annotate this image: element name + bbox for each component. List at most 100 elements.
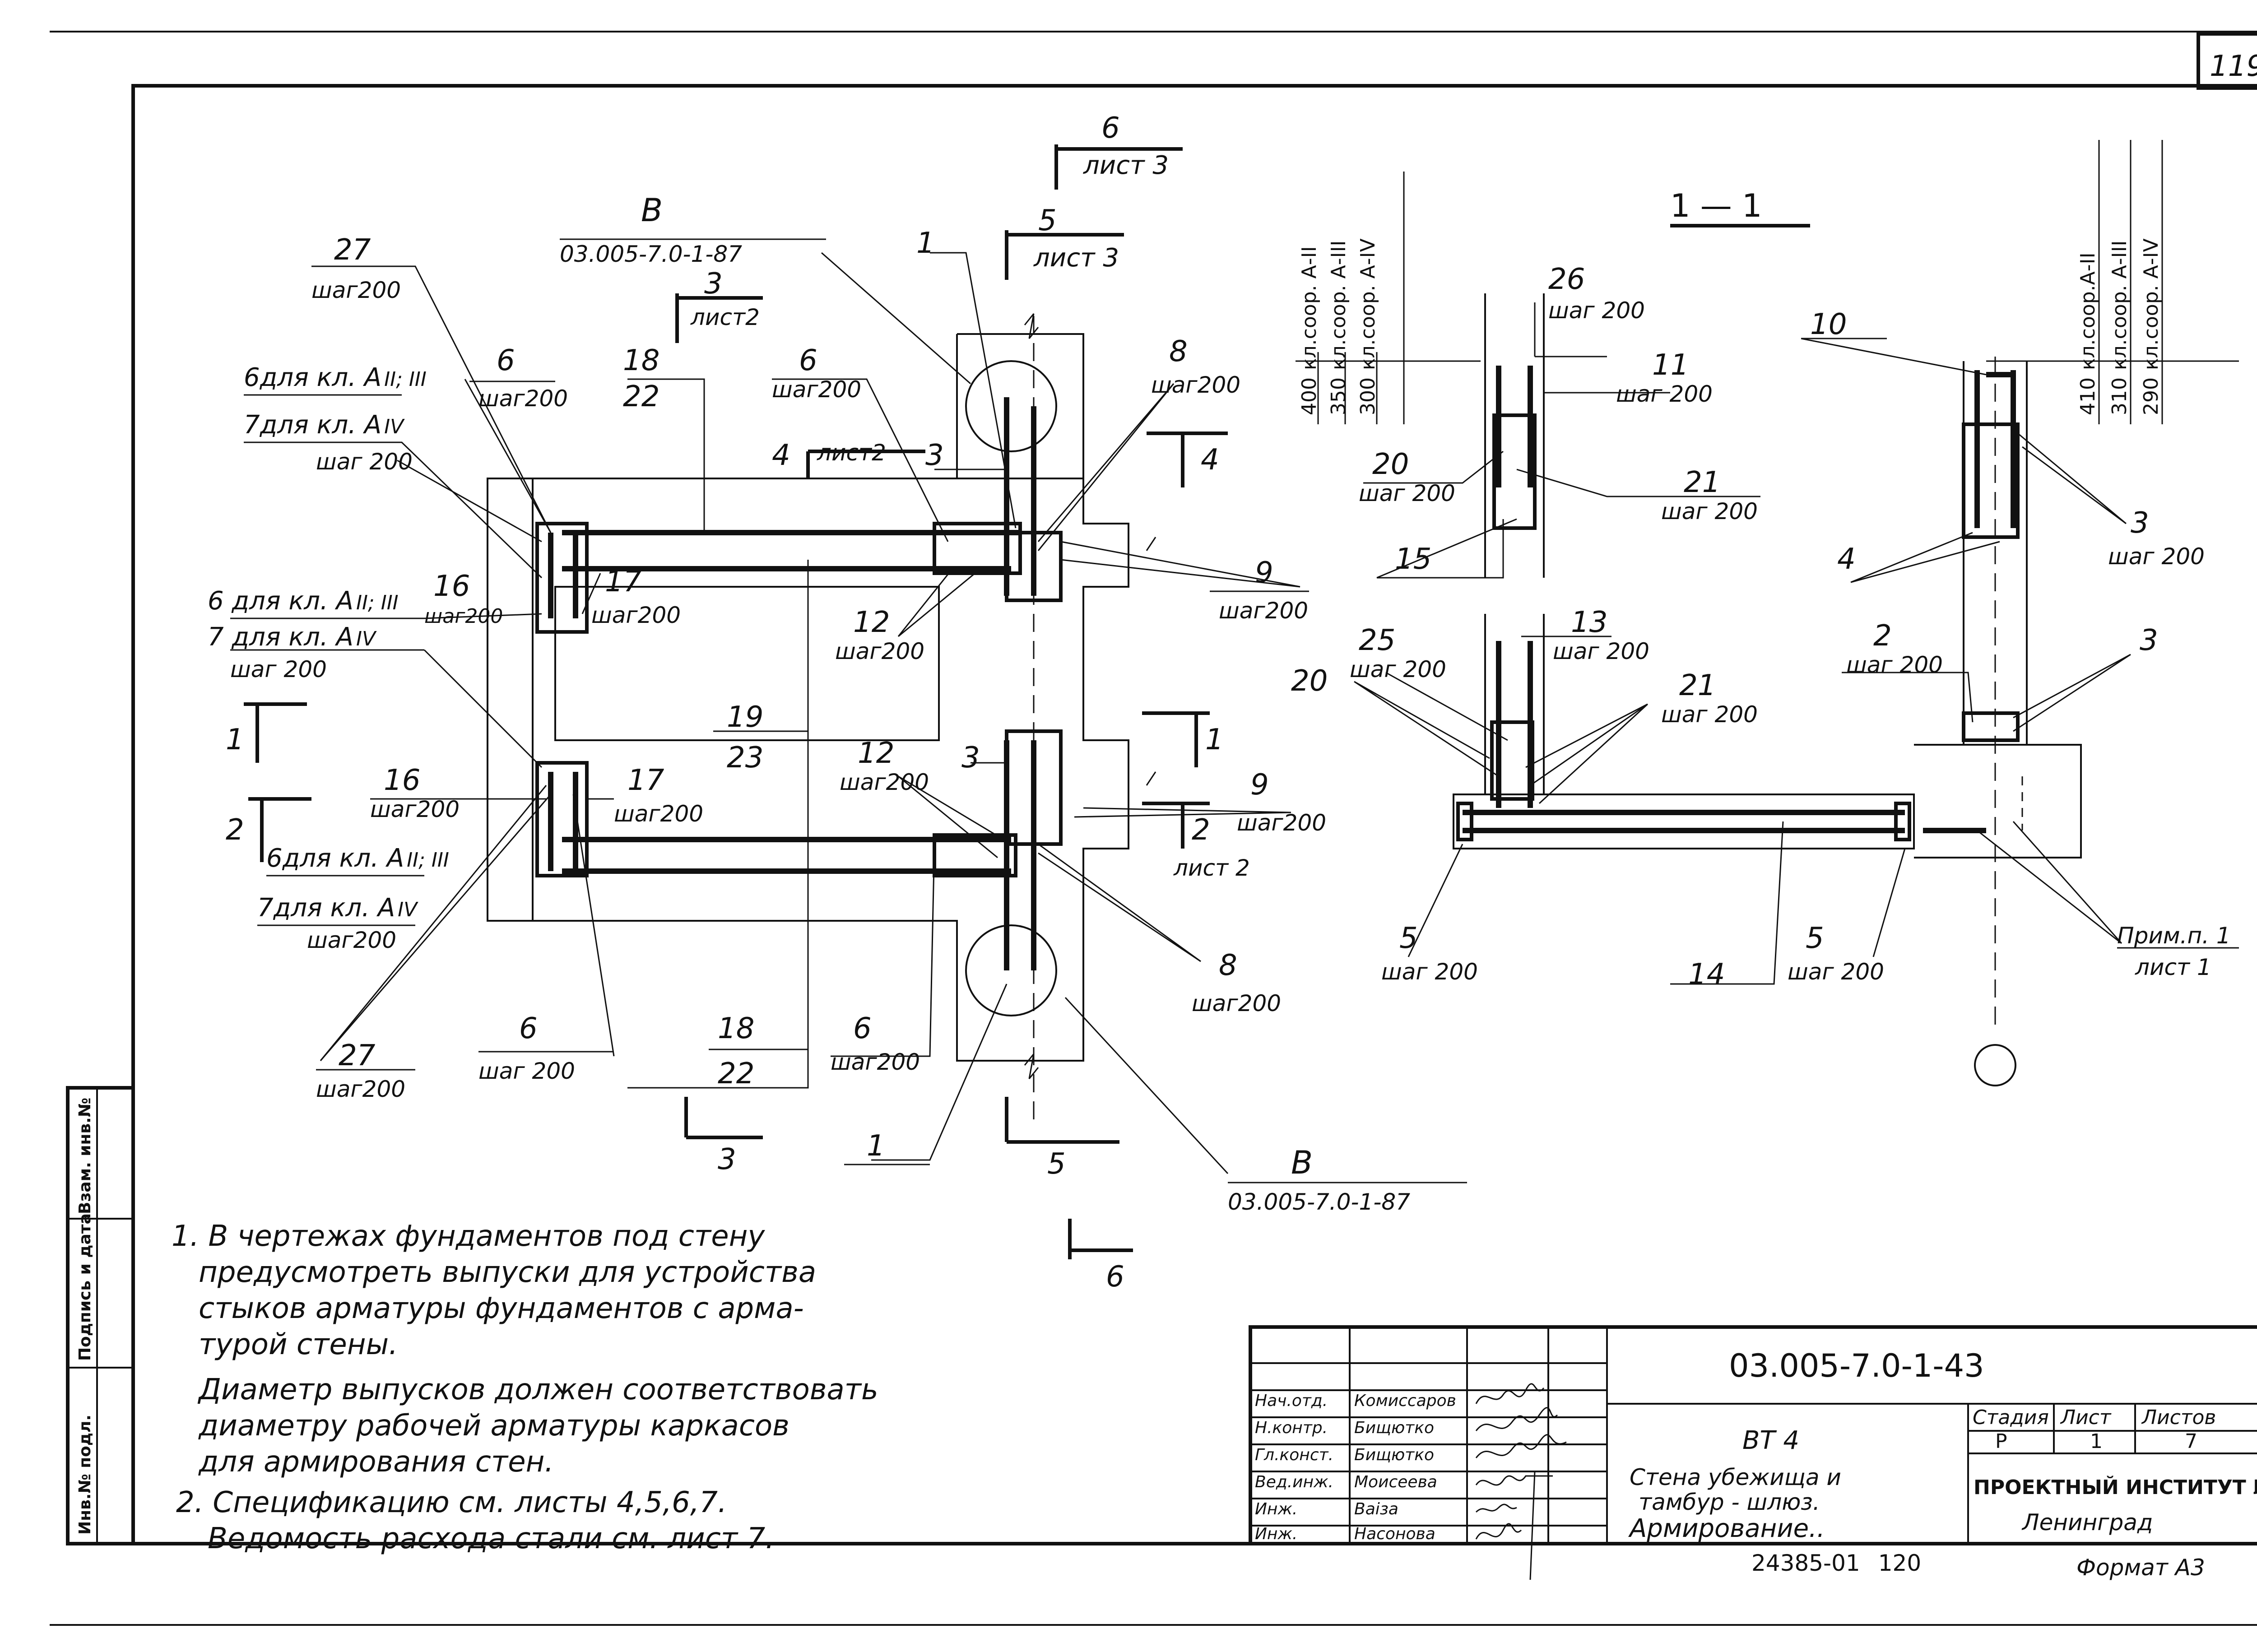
svg-text:шаг200: шаг200 — [591, 602, 681, 628]
replace-inv-label: Взам. инв.№ — [76, 1098, 94, 1214]
svg-text:шаг 200: шаг 200 — [478, 1058, 575, 1084]
svg-text:5: 5 — [1038, 204, 1057, 237]
section-1-1: 1 — 1 — [1291, 140, 2239, 1086]
svg-text:шаг 200: шаг 200 — [1661, 498, 1758, 524]
name-5: Ваіза — [1354, 1500, 1398, 1518]
svg-text:1: 1 — [916, 227, 935, 260]
svg-text:2: 2 — [226, 813, 244, 847]
note-ref: Прим.п. 1 — [2117, 923, 2231, 949]
svg-text:4: 4 — [772, 439, 790, 472]
svg-text:лист 2: лист 2 — [1173, 855, 1250, 881]
sign-date-label: Подпись и дата — [76, 1213, 94, 1361]
svg-text:22: 22 — [718, 1057, 754, 1091]
node-B-top: В — [641, 192, 663, 229]
svg-text:шаг200: шаг200 — [307, 927, 396, 953]
svg-text:шаг 200: шаг 200 — [1788, 959, 1884, 985]
svg-text:3: 3 — [2140, 624, 2158, 657]
general-notes: 1. В чертежах фундаментов под стену пред… — [172, 1220, 878, 1555]
left-dim-350: 350кл.соор. А-III — [1327, 240, 1350, 415]
svg-text:шаг200: шаг200 — [311, 277, 401, 303]
right-dim-290: 290кл.соор. А-IV — [2140, 238, 2163, 415]
sheet-value: 1 — [2090, 1430, 2103, 1453]
svg-text:шаг 200: шаг 200 — [1359, 480, 1455, 506]
svg-text:шаг200: шаг200 — [1192, 990, 1281, 1016]
svg-text:9: 9 — [1250, 768, 1269, 802]
role-3: Гл.конст. — [1255, 1446, 1333, 1464]
sheets-value: 7 — [2185, 1430, 2197, 1453]
svg-text:6: 6 — [1101, 111, 1120, 145]
svg-text:10: 10 — [1810, 308, 1847, 341]
section-leaders — [1354, 302, 2239, 985]
svg-text:Стена убежища и: Стена убежища и — [1630, 1464, 1841, 1490]
sheets-label: Листов — [2141, 1406, 2216, 1429]
org-city: Ленинград — [2021, 1509, 2153, 1536]
svg-text:17: 17 — [627, 764, 664, 797]
doc-code: 03.005-7.0-1-43 — [1729, 1347, 1984, 1384]
svg-text:16: 16 — [433, 570, 470, 603]
svg-text:предусмотреть выпуски для устр: предусмотреть выпуски для устройства — [199, 1256, 816, 1289]
page-number: 119 — [2210, 50, 2257, 83]
svg-text:шаг200: шаг200 — [316, 1076, 405, 1102]
svg-text:8: 8 — [1219, 949, 1237, 982]
svg-text:18: 18 — [718, 1012, 754, 1045]
inv-no-label: Инв.№ подл. — [76, 1415, 94, 1535]
node-circle-bottom — [965, 924, 1057, 1016]
svg-text:шаг 200: шаг 200 — [1616, 381, 1713, 407]
section-rebar — [1456, 366, 2023, 841]
svg-text:диаметру рабочей арматуры карк: диаметру рабочей арматуры каркасов — [198, 1409, 789, 1443]
svg-text:20: 20 — [1372, 448, 1409, 481]
svg-text:шаг 200: шаг 200 — [1661, 701, 1758, 728]
name-4: Моисеева — [1354, 1473, 1437, 1491]
right-dim-410: 410кл.соор.А-II — [2076, 252, 2099, 415]
svg-text:1: 1 — [226, 723, 244, 756]
svg-text:2: 2 — [1873, 619, 1892, 653]
role-2: Н.контр. — [1255, 1419, 1328, 1437]
role-6: Инж. — [1255, 1525, 1297, 1543]
svg-text:шаг200: шаг200 — [424, 605, 503, 628]
svg-text:лист2: лист2 — [690, 304, 760, 330]
svg-text:16: 16 — [384, 764, 420, 797]
svg-text:3: 3 — [961, 741, 980, 775]
svg-text:Армирование..: Армирование.. — [1628, 1514, 1825, 1543]
svg-text:9: 9 — [1255, 556, 1273, 589]
rebar-cages — [535, 397, 1063, 970]
role-5: Инж. — [1255, 1500, 1297, 1518]
svg-text:03.005-7.0-1-87: 03.005-7.0-1-87 — [1228, 1189, 1410, 1215]
svg-text:17: 17 — [605, 565, 642, 599]
role-4: Вед.инж. — [1255, 1473, 1333, 1491]
svg-text:6: 6 — [1106, 1260, 1124, 1294]
svg-text:шаг200: шаг200 — [772, 376, 861, 403]
svg-text:23: 23 — [727, 741, 763, 775]
name-3: Бищютко — [1354, 1446, 1434, 1464]
svg-text:19: 19 — [727, 701, 763, 734]
svg-text:шаг200: шаг200 — [835, 638, 924, 664]
svg-text:12: 12 — [858, 737, 894, 770]
svg-text:11: 11 — [1652, 348, 1689, 382]
stage-value: Р — [1995, 1430, 2007, 1453]
svg-text:шаг200: шаг200 — [831, 1049, 920, 1075]
right-dims: 410кл.соор.А-II 310кл.соор. А-III 290кл.… — [1986, 140, 2239, 424]
section-labels: 26 шаг 200 11 шаг 200 20 шаг 200 21 шаг … — [1291, 263, 2231, 991]
svg-text:шаг200: шаг200 — [1151, 372, 1240, 398]
role-1: Нач.отд. — [1255, 1392, 1328, 1410]
svg-text:3: 3 — [925, 439, 944, 472]
svg-text:18: 18 — [623, 344, 659, 377]
svg-text:шаг200: шаг200 — [614, 801, 703, 827]
svg-text:стыков арматуры фундаментов с: стыков арматуры фундаментов с арма- — [199, 1292, 804, 1325]
node-circle-top — [965, 360, 1057, 452]
note-sheet: лист 1 — [2135, 954, 2211, 980]
svg-text:5: 5 — [1806, 922, 1824, 955]
svg-text:6: 6 — [519, 1012, 538, 1045]
signatures — [1475, 1383, 1567, 1580]
svg-text:8: 8 — [1169, 335, 1188, 368]
svg-text:шаг200: шаг200 — [1237, 810, 1326, 836]
right-dim-310: 310кл.соор. А-III — [2108, 240, 2131, 415]
svg-text:4: 4 — [1837, 543, 1856, 576]
svg-text:3: 3 — [718, 1143, 736, 1176]
svg-text:турой стены.: турой стены. — [199, 1328, 398, 1361]
